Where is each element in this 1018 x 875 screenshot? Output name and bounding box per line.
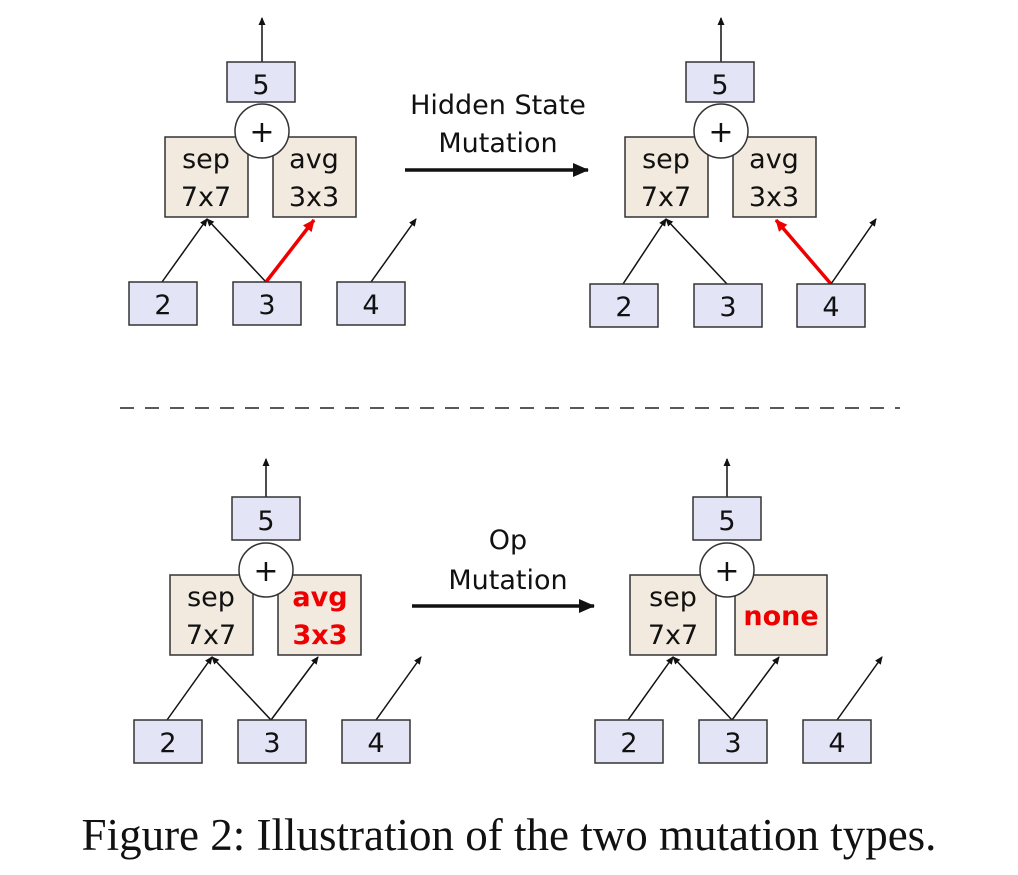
- input-node-3-box: [698, 719, 768, 764]
- add-combiner: [238, 542, 294, 598]
- edge-3-to-sep: [206, 218, 267, 283]
- bottom-after-cell: 5 sep 7x7 none + 2 3 4: [594, 458, 883, 764]
- op-right-box: [734, 574, 828, 656]
- input-node-4-box: [336, 281, 406, 326]
- add-combiner: [699, 542, 755, 598]
- input-node-2-label: 2: [615, 292, 632, 323]
- figure-caption: Figure 2: Illustration of the two mutati…: [81, 810, 937, 860]
- op-left-label-1: sep: [642, 144, 690, 175]
- edge-2-to-sep: [627, 656, 674, 721]
- edge-3-to-none: [731, 656, 780, 721]
- hidden-state-label: Hidden State: [410, 90, 586, 121]
- op-left-label-2: 7x7: [181, 182, 231, 213]
- output-node-box: [685, 61, 755, 103]
- input-node-2-label: 2: [154, 290, 171, 321]
- input-node-2-label: 2: [159, 728, 176, 759]
- op-right-box: [272, 136, 357, 218]
- output-node-box: [231, 496, 301, 541]
- top-after-cell: 5 sep 7x7 avg 3x3 + 2 3 4: [589, 17, 877, 328]
- edge-2-to-sep: [622, 218, 667, 285]
- edge-4-unused: [836, 656, 883, 721]
- edge-3-to-avg-highlighted: [264, 218, 316, 284]
- op-right-box: [732, 136, 817, 218]
- input-node-4-box: [796, 283, 866, 328]
- output-node-label: 5: [711, 70, 728, 101]
- input-node-4-label: 4: [362, 290, 379, 321]
- add-symbol: +: [714, 554, 739, 589]
- output-node-label: 5: [257, 506, 274, 537]
- edge-3-to-sep: [672, 656, 733, 721]
- op-left-label-2: 7x7: [641, 182, 691, 213]
- edge-2-to-sep: [161, 218, 208, 283]
- input-node-3-label: 3: [719, 292, 736, 323]
- add-combiner: [234, 103, 290, 159]
- input-node-3-box: [693, 283, 763, 328]
- input-node-4-label: 4: [828, 728, 845, 759]
- input-node-4-label: 4: [822, 292, 839, 323]
- input-node-4-box: [341, 719, 411, 764]
- op-right-label-1: avg: [749, 144, 799, 175]
- op-right-none-highlighted: none: [743, 601, 818, 632]
- hidden-state-mutation-arrow-group: Hidden State Mutation: [405, 90, 589, 177]
- output-node-label: 5: [718, 506, 735, 537]
- input-node-3-box: [232, 281, 302, 326]
- op-right-label-2-highlighted: 3x3: [293, 620, 348, 651]
- edge-4-unused: [370, 218, 417, 283]
- input-node-2-box: [128, 281, 198, 326]
- op-right-label-2: 3x3: [289, 182, 339, 213]
- input-node-2-box: [594, 719, 664, 764]
- edge-3-to-avg: [270, 656, 319, 721]
- op-left-label-1: sep: [187, 582, 235, 613]
- add-symbol: +: [249, 115, 274, 150]
- edge-4-to-avg-highlighted: [774, 218, 833, 286]
- op-left-box: [624, 136, 709, 218]
- mutation-figure: 5 sep 7x7 avg 3x3 + 2 3 4 Hidden State M…: [120, 17, 900, 764]
- add-symbol: +: [708, 115, 733, 150]
- input-node-2-box: [589, 283, 659, 328]
- input-node-2-box: [133, 719, 203, 764]
- op-left-label-1: sep: [182, 144, 230, 175]
- add-combiner: [693, 103, 749, 159]
- op-right-label-1: avg: [289, 144, 339, 175]
- op-right-box: [277, 574, 362, 656]
- mutation-label: Mutation: [438, 128, 557, 159]
- output-node-label: 5: [252, 70, 269, 101]
- op-left-box: [169, 574, 254, 656]
- input-node-3-label: 3: [258, 290, 275, 321]
- op-left-box: [164, 136, 249, 218]
- add-symbol: +: [253, 554, 278, 589]
- output-node-box: [226, 61, 296, 103]
- op-right-label-1-highlighted: avg: [292, 582, 347, 613]
- input-node-2-label: 2: [620, 728, 637, 759]
- op-left-label-2: 7x7: [648, 620, 698, 651]
- op-left-label-1: sep: [649, 582, 697, 613]
- op-mutation-arrow-group: Op Mutation: [412, 525, 595, 613]
- input-node-4-box: [802, 719, 872, 764]
- input-node-4-label: 4: [367, 728, 384, 759]
- edge-4-unused: [375, 656, 422, 721]
- output-node-box: [692, 496, 762, 541]
- op-left-box: [629, 574, 717, 656]
- input-node-3-box: [237, 719, 307, 764]
- op-right-label-2: 3x3: [749, 182, 799, 213]
- op-label: Op: [489, 525, 527, 556]
- bottom-before-cell: 5 sep 7x7 avg 3x3 + 2 3 4: [133, 458, 422, 764]
- input-node-3-label: 3: [263, 728, 280, 759]
- input-node-3-label: 3: [724, 728, 741, 759]
- edge-2-to-sep: [166, 656, 213, 721]
- edge-4-output: [830, 218, 877, 285]
- op-left-label-2: 7x7: [186, 620, 236, 651]
- top-before-cell: 5 sep 7x7 avg 3x3 + 2 3 4: [128, 17, 417, 326]
- mutation-label: Mutation: [448, 565, 567, 596]
- edge-3-to-sep: [211, 656, 272, 721]
- edge-3-to-sep: [665, 218, 728, 285]
